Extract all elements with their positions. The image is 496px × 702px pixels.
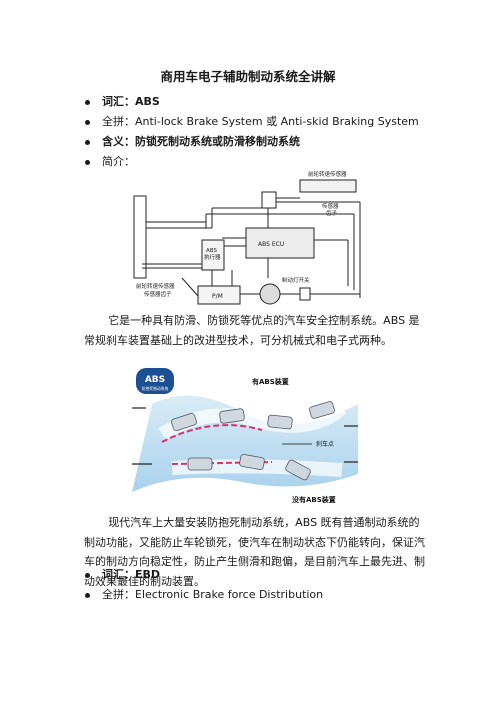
intro-paragraph: 它是一种具有防滑、防锁死等优点的汽车安全控制系统。ABS 是常规刹车装置基础上的…	[84, 314, 420, 347]
abs-bullet-list: 词汇：ABS 全拼：Anti-lock Brake System 或 Anti-…	[84, 92, 444, 172]
label-with-abs: 有ABS装置	[252, 377, 289, 386]
label-left-sensor: 前轮转速传感器	[136, 282, 175, 290]
label-valve: ABS	[206, 248, 217, 254]
term-value: ABS	[135, 95, 160, 108]
fullname-value: Anti-lock Brake System 或 Anti-skid Braki…	[135, 115, 419, 128]
label-pm: P/M	[212, 293, 223, 300]
meaning-label: 含义：	[102, 135, 135, 148]
list-item: 全拼：Anti-lock Brake System 或 Anti-skid Br…	[84, 112, 444, 132]
abs-system-diagram: 前轮转速传感器 传感器 齿子 ABS ECU ABS 执行器 前轮转速传感器 传…	[133, 170, 361, 305]
list-item: 含义：防锁死制动系统或防滑移制动系统	[84, 132, 444, 152]
list-item: 词汇：EBD	[84, 565, 444, 585]
label-left-teeth: 传感器齿子	[144, 290, 172, 298]
ebd-bullet-list: 词汇：EBD 全拼：Electronic Brake force Distrib…	[84, 565, 444, 605]
label-brake-switch: 制动灯开关	[282, 276, 310, 284]
fullname-label: 全拼：	[102, 588, 135, 601]
list-item: 简介：	[84, 152, 444, 172]
label-sensor: 传感器	[322, 202, 339, 210]
label-teeth: 齿子	[326, 210, 338, 217]
abs-comparison-illustration: ABS 防抱死制动系统 有ABS装置 刹车点 没有ABS装置	[132, 364, 358, 512]
label-without-abs: 没有ABS装置	[292, 495, 336, 504]
label-actuator: 执行器	[204, 253, 221, 261]
list-item: 全拼：Electronic Brake force Distribution	[84, 585, 444, 605]
label-brake-point: 刹车点	[316, 440, 334, 448]
fullname-label: 全拼：	[102, 115, 135, 128]
description-paragraph: 现代汽车上大量安装防抱死制动系统，ABS 既有普通制动系统的制动功能，又能防止车…	[84, 516, 425, 588]
term-label: 词汇：	[102, 568, 135, 581]
term-value: EBD	[135, 568, 161, 581]
label-front-sensor: 前轮转速传感器	[308, 170, 347, 178]
fullname-value: Electronic Brake force Distribution	[135, 588, 324, 601]
page-title: 商用车电子辅助制动系统全讲解	[160, 69, 336, 84]
term-label: 词汇：	[102, 95, 135, 108]
intro-label: 简介：	[102, 155, 135, 168]
meaning-value: 防锁死制动系统或防滑移制动系统	[135, 135, 300, 148]
label-ecu: ABS ECU	[258, 241, 284, 248]
abs-badge-subtitle: 防抱死制动系统	[142, 386, 169, 391]
list-item: 词汇：ABS	[84, 92, 444, 112]
abs-badge: ABS	[145, 375, 165, 385]
